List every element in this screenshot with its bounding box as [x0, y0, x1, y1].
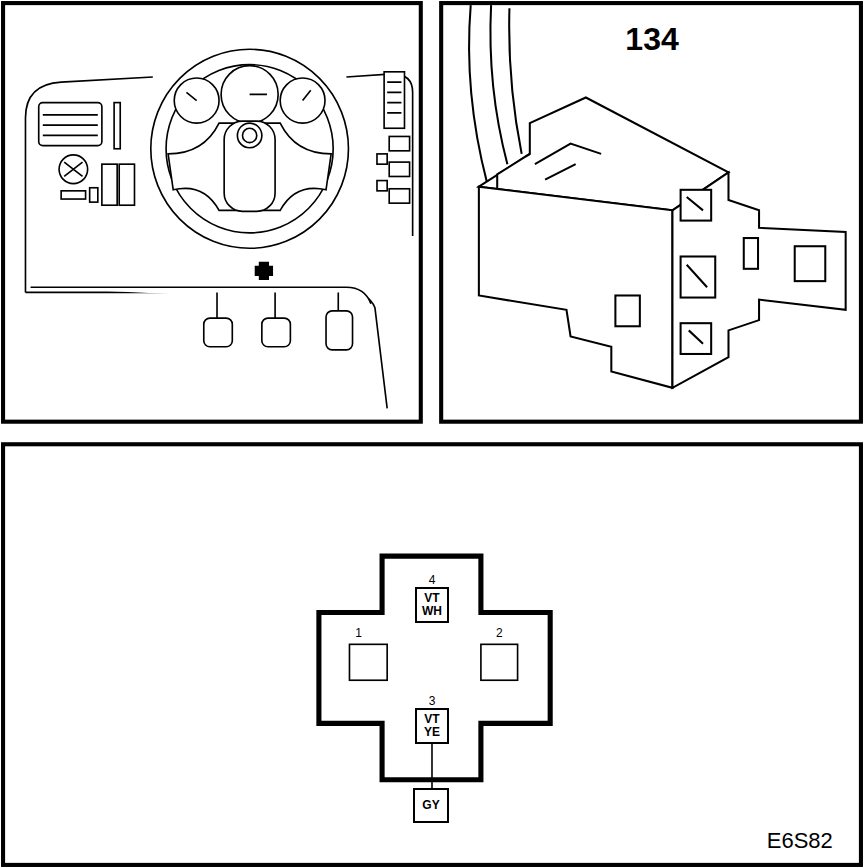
pin-box: VT WH	[415, 587, 450, 623]
pin-number: 1	[355, 626, 362, 640]
connector-location-mark	[255, 262, 273, 280]
wire-line	[431, 744, 433, 788]
pin-node: 3 VT YE	[415, 695, 450, 744]
panel-frame	[3, 3, 421, 422]
pin-number: 2	[496, 626, 503, 640]
connector-outline	[319, 556, 550, 780]
pin-box: GY	[413, 788, 450, 823]
pin-number: 3	[429, 695, 436, 708]
pin-number: 4	[429, 574, 436, 587]
pin-node: 4 VT WH	[415, 574, 450, 623]
pin-cavity	[349, 644, 387, 680]
figure-code: E6S82	[767, 828, 833, 854]
pin-node: GY	[413, 788, 450, 823]
wire-color: VT YE	[424, 713, 440, 739]
panel-frame	[441, 3, 861, 422]
pin-box: VT YE	[415, 708, 450, 744]
pin-cavity	[481, 644, 518, 680]
dashboard-drawing	[25, 49, 412, 408]
panel-frame	[3, 444, 861, 865]
connector-number: 134	[625, 20, 678, 57]
wire-color: VT WH	[422, 592, 442, 618]
connector-drawing	[469, 5, 846, 388]
wire-color: GY	[422, 799, 439, 812]
